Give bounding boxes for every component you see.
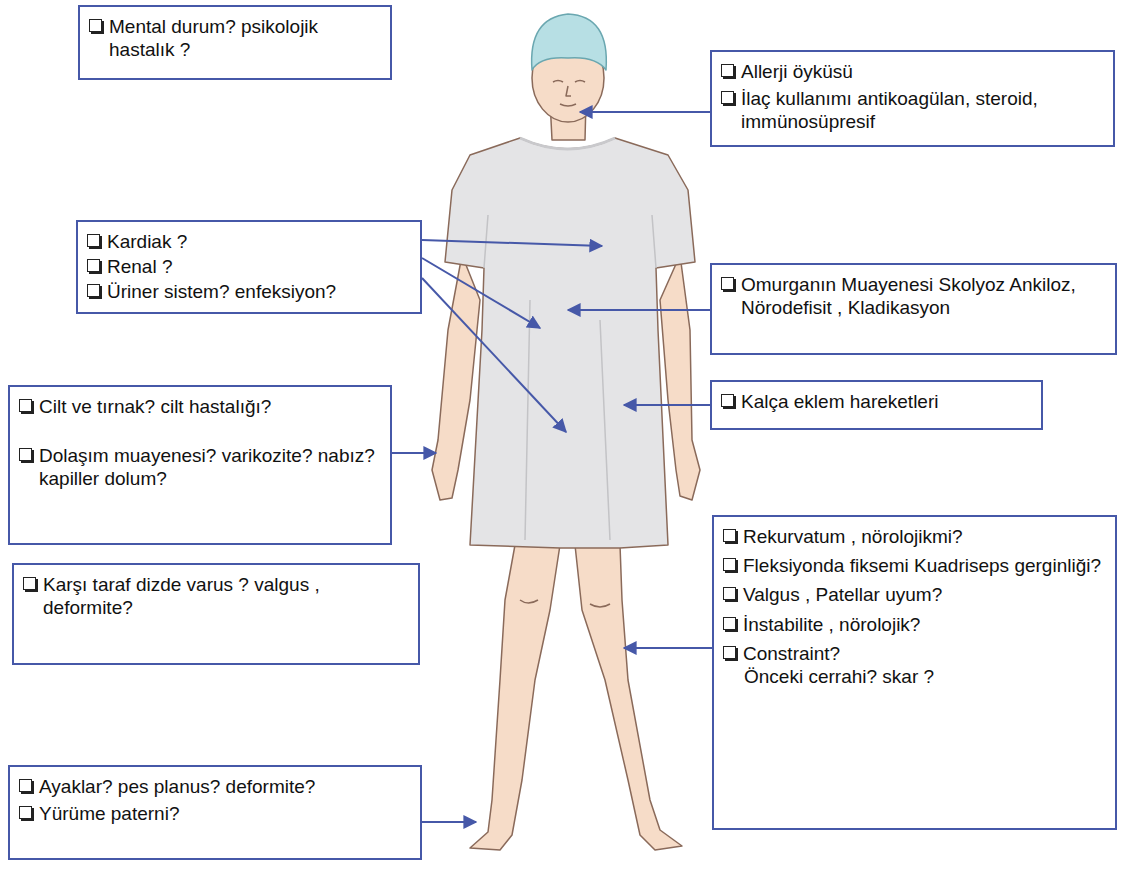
- checklist-item: Mental durum? psikolojik hastalık ?: [88, 15, 380, 61]
- checkbox-icon: [87, 259, 100, 272]
- checkbox-icon: [721, 277, 734, 290]
- checklist-text: Rekurvatum , nörolojikmi?: [743, 525, 963, 548]
- checklist-text: Mental durum? psikolojik hastalık ?: [109, 15, 380, 61]
- checkbox-icon: [723, 646, 736, 659]
- checkbox-icon: [87, 284, 100, 297]
- checklist-text: Önceki cerrahi? skar ?: [744, 665, 934, 688]
- checklist-item: Üriner sistem? enfeksiyon?: [86, 280, 410, 303]
- checklist-item: Constraint?: [722, 642, 1105, 665]
- checklist-item: Kalça eklem hareketleri: [720, 390, 1031, 413]
- checklist-item: Karşı taraf dizde varus ? valgus , defor…: [22, 573, 408, 619]
- callout-box: Karşı taraf dizde varus ? valgus , defor…: [12, 563, 420, 665]
- callout-box: Allerji öyküsüİlaç kullanımı antikoagüla…: [710, 50, 1115, 147]
- checklist-text: Omurganın Muayenesi Skolyoz Ankiloz, Nör…: [741, 273, 1105, 319]
- checkbox-icon: [721, 64, 734, 77]
- checkbox-icon: [723, 558, 736, 571]
- checklist-text: Cilt ve tırnak? cilt hastalığı?: [39, 395, 271, 418]
- checklist-item: Renal ?: [86, 255, 410, 278]
- leader-lines: [392, 112, 712, 822]
- callout-box: Rekurvatum , nörolojikmi? Fleksiyonda fik…: [712, 515, 1117, 830]
- callout-box: Ayaklar? pes planus? deformite? Yürüme pa…: [8, 765, 422, 860]
- checklist-text: Allerji öyküsü: [741, 60, 853, 83]
- checklist-text: İnstabilite , nörolojik?: [743, 613, 920, 636]
- checkbox-icon: [19, 448, 32, 461]
- checklist-item: Önceki cerrahi? skar ?: [722, 665, 1105, 688]
- callout-box: Mental durum? psikolojik hastalık ?: [78, 5, 392, 80]
- checklist-text: Kardiak ?: [107, 230, 187, 253]
- checkbox-icon: [19, 779, 32, 792]
- checklist-item: Fleksiyonda fiksemi Kuadriseps gerginliğ…: [722, 554, 1105, 577]
- checklist-text: Üriner sistem? enfeksiyon?: [107, 280, 336, 303]
- checklist-text: Dolaşım muayenesi? varikozite? nabız? ka…: [39, 444, 380, 490]
- checklist-text: Ayaklar? pes planus? deformite?: [39, 775, 315, 798]
- checklist-item: Rekurvatum , nörolojikmi?: [722, 525, 1105, 548]
- callout-box: Cilt ve tırnak? cilt hastalığı? Dolaşım m…: [8, 385, 392, 545]
- callout-box: Kalça eklem hareketleri: [710, 380, 1043, 430]
- checkbox-icon: [87, 234, 100, 247]
- checklist-item: İlaç kullanımı antikoagülan, steroid, im…: [720, 87, 1103, 133]
- checklist-item: Ayaklar? pes planus? deformite?: [18, 775, 410, 798]
- checklist-text: Valgus , Patellar uyum?: [743, 583, 942, 606]
- callout-box: Omurganın Muayenesi Skolyoz Ankiloz, Nör…: [710, 263, 1117, 355]
- checklist-text: Constraint?: [743, 642, 840, 665]
- checklist-item: Omurganın Muayenesi Skolyoz Ankiloz, Nör…: [720, 273, 1105, 319]
- checkbox-icon: [19, 806, 32, 819]
- checklist-text: Renal ?: [107, 255, 173, 278]
- checklist-item: Valgus , Patellar uyum?: [722, 583, 1105, 606]
- checklist-text: Yürüme paterni?: [39, 802, 179, 825]
- checklist-item: Yürüme paterni?: [18, 802, 410, 825]
- checklist-item: Kardiak ?: [86, 230, 410, 253]
- checklist-item: Dolaşım muayenesi? varikozite? nabız? ka…: [18, 444, 380, 490]
- checklist-item: Allerji öyküsü: [720, 60, 1103, 83]
- checkbox-icon: [19, 399, 32, 412]
- checkbox-icon: [721, 394, 734, 407]
- checkbox-icon: [89, 19, 102, 32]
- checkbox-icon: [723, 587, 736, 600]
- checklist-text: İlaç kullanımı antikoagülan, steroid, im…: [741, 87, 1103, 133]
- checkbox-icon: [723, 617, 736, 630]
- checkbox-icon: [23, 577, 36, 590]
- callout-box: Kardiak ?Renal ?Üriner sistem? enfeksiyo…: [76, 220, 422, 314]
- checklist-text: Fleksiyonda fiksemi Kuadriseps gerginliğ…: [743, 554, 1101, 577]
- checkbox-icon: [723, 529, 736, 542]
- checklist-text: Karşı taraf dizde varus ? valgus , defor…: [43, 573, 408, 619]
- checkbox-icon: [721, 91, 734, 104]
- checklist-item: İnstabilite , nörolojik?: [722, 613, 1105, 636]
- checklist-text: Kalça eklem hareketleri: [741, 390, 938, 413]
- checklist-item: Cilt ve tırnak? cilt hastalığı?: [18, 395, 380, 418]
